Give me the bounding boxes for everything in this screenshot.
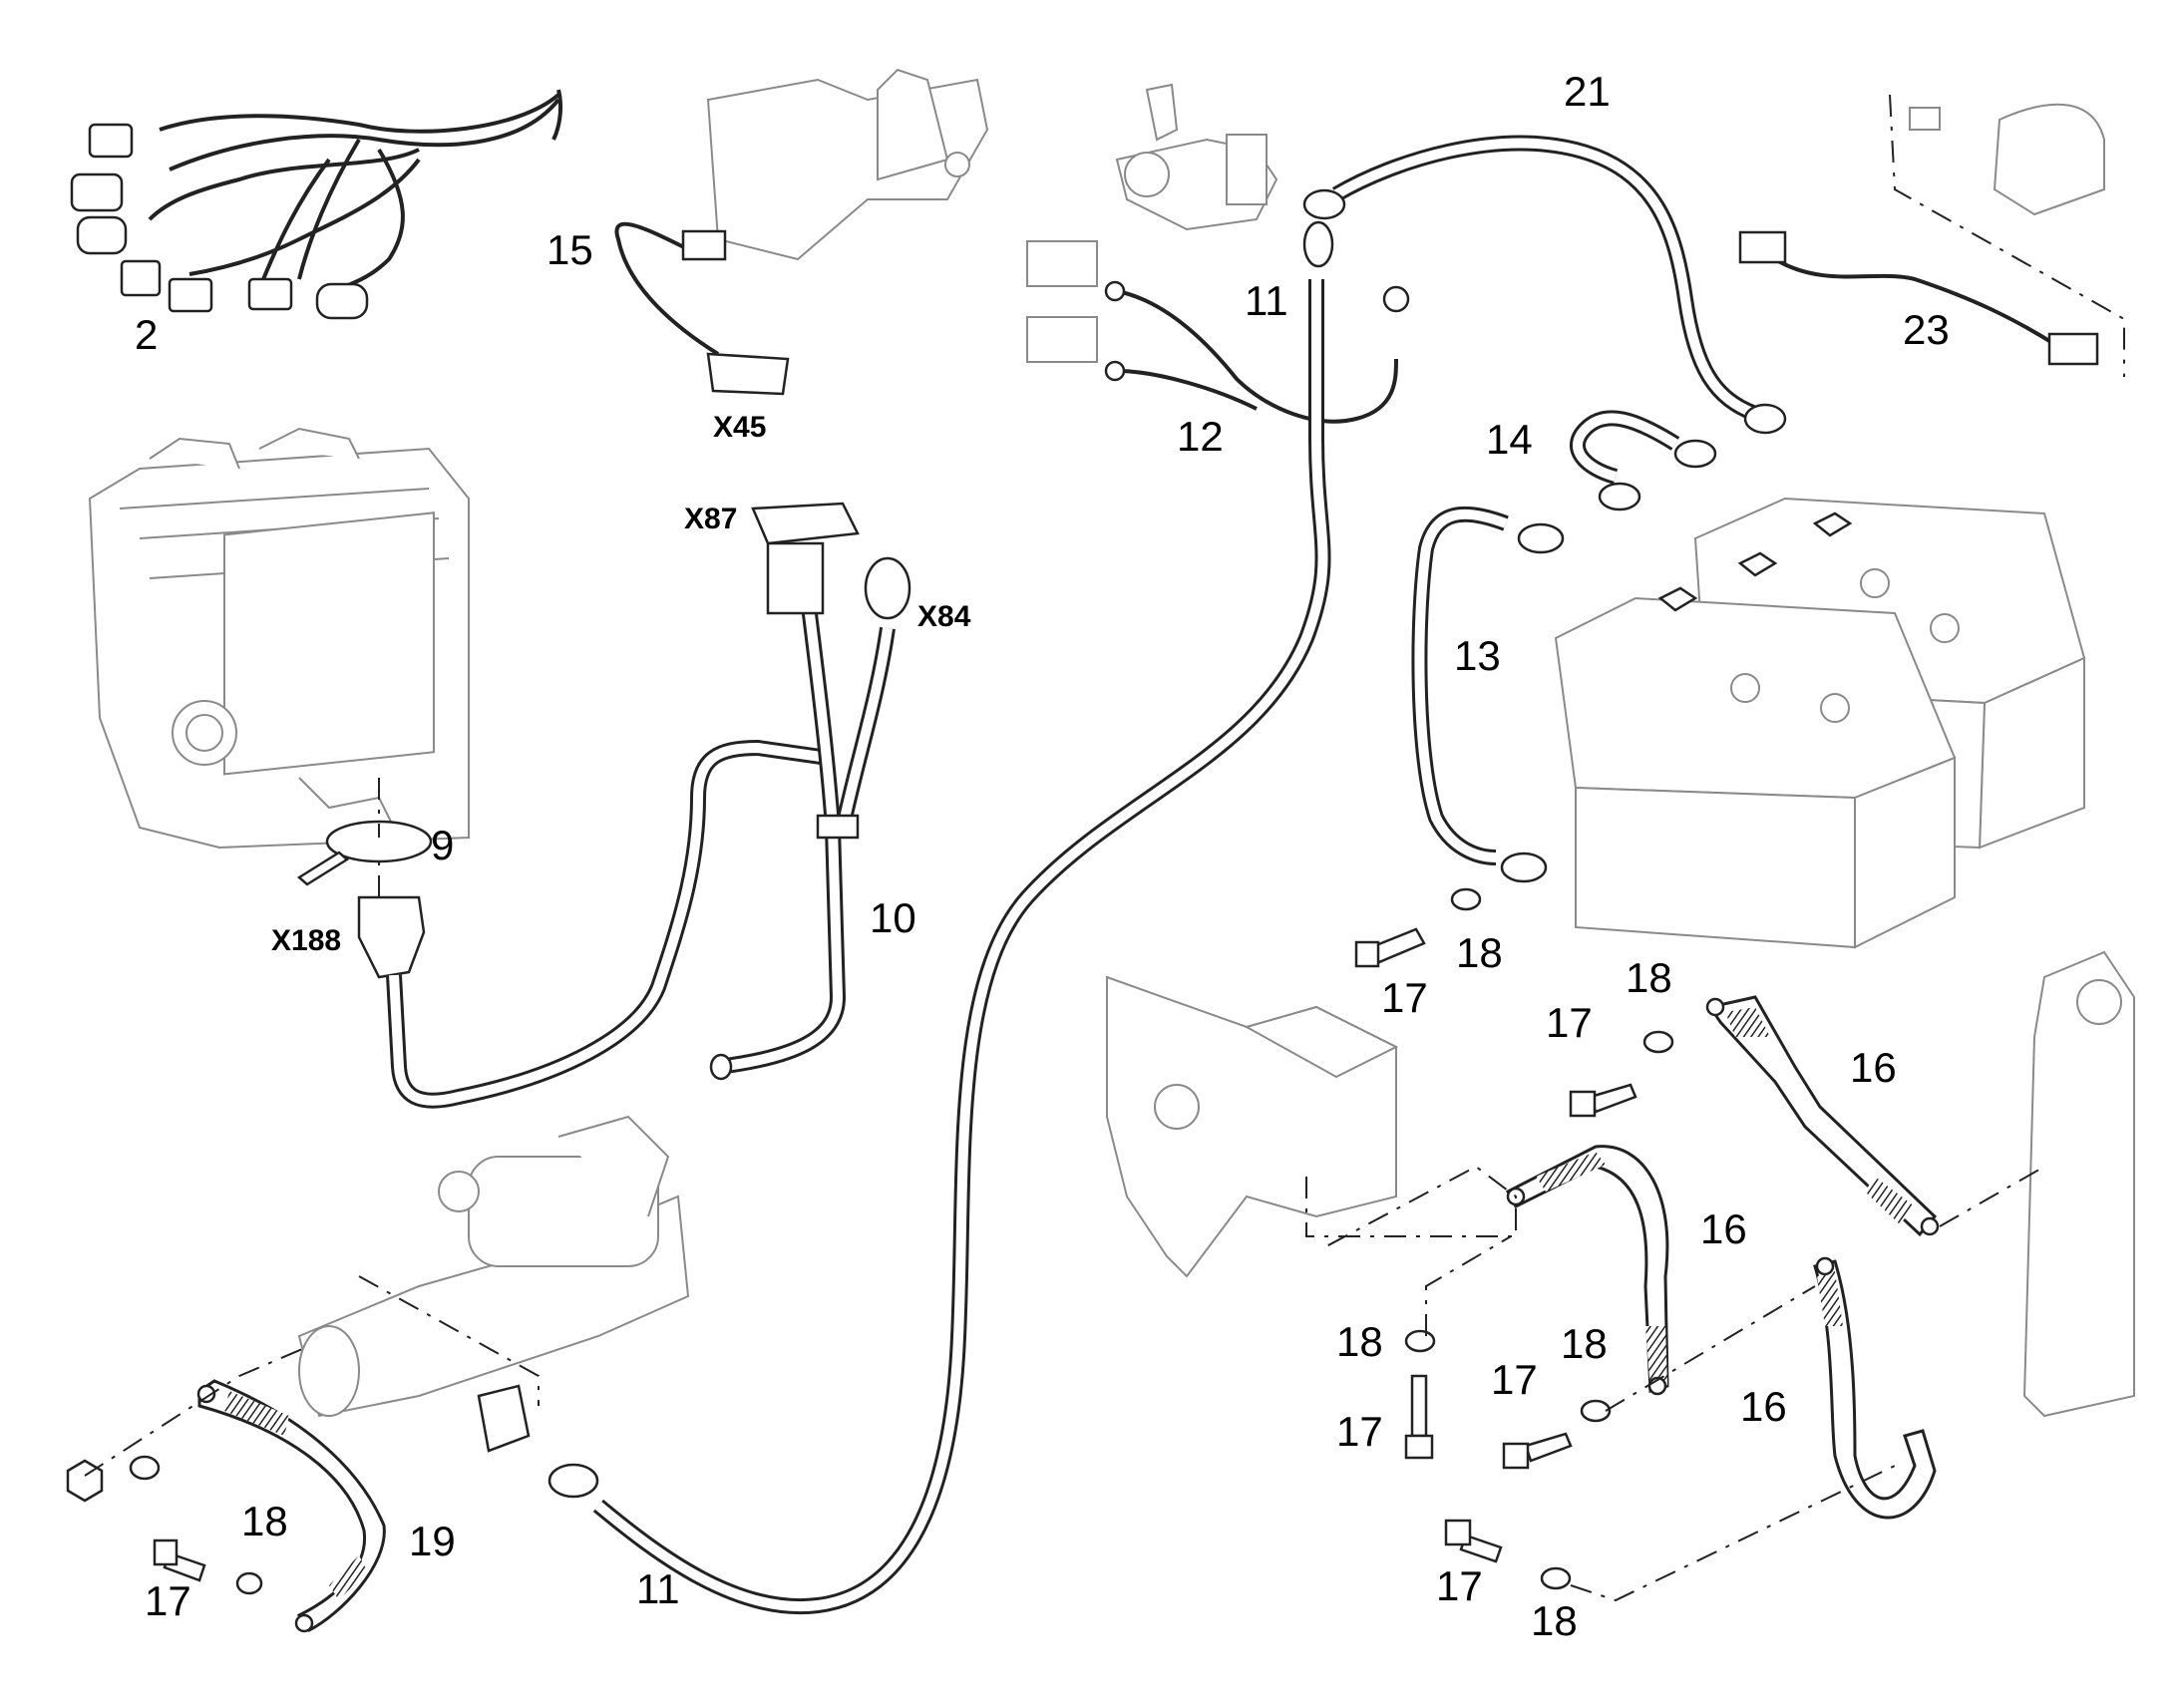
callout-17-a: 17 bbox=[1381, 974, 1428, 1021]
callout-17-c: 17 bbox=[1546, 999, 1593, 1046]
starter-motor-icon bbox=[297, 1115, 690, 1418]
harness-23-icon bbox=[1738, 230, 2099, 366]
harness-15-icon bbox=[614, 221, 790, 396]
bracket-icon bbox=[706, 68, 989, 261]
x188-connector-icon bbox=[357, 739, 830, 1109]
callout-2: 2 bbox=[135, 311, 158, 358]
connector-x188: X188 bbox=[271, 924, 341, 957]
cable-tie-icon bbox=[296, 820, 433, 886]
callout-17-f: 17 bbox=[1436, 1562, 1483, 1609]
wiring-harness-icon bbox=[70, 89, 563, 320]
bolt-icon bbox=[1354, 887, 1482, 968]
battery-cable-11-icon bbox=[547, 220, 1334, 1615]
battery-isolator-switch-icon bbox=[1115, 83, 1278, 231]
battery-jumper-14-icon bbox=[1570, 410, 1717, 512]
callout-19: 19 bbox=[409, 1518, 456, 1564]
connector-x87: X87 bbox=[684, 503, 737, 535]
connector-x45: X45 bbox=[713, 411, 766, 444]
callout-18-d: 18 bbox=[1336, 1318, 1383, 1365]
callout-18-a: 18 bbox=[1456, 929, 1503, 976]
nut-icon bbox=[66, 1459, 104, 1503]
callout-18-c: 18 bbox=[1626, 954, 1672, 1001]
harness-10-icon bbox=[709, 502, 911, 1081]
alignment-lines bbox=[84, 778, 2045, 1602]
connector-x84: X84 bbox=[917, 600, 971, 633]
callout-17-d: 17 bbox=[1336, 1408, 1383, 1455]
callout-10: 10 bbox=[870, 894, 916, 941]
bolt-icon bbox=[1404, 1329, 1436, 1460]
battery-cable-13-icon bbox=[1411, 506, 1565, 883]
ground-strap-16-c-icon bbox=[1813, 1256, 1937, 1520]
ground-strap-16-a-icon bbox=[1705, 995, 1940, 1237]
bolt-icon bbox=[153, 1538, 206, 1582]
relay-icon bbox=[1026, 240, 1410, 424]
callout-17-e: 17 bbox=[1491, 1356, 1538, 1403]
horn-icon bbox=[1889, 94, 2125, 377]
callout-23: 23 bbox=[1903, 306, 1950, 353]
engine-icon bbox=[88, 427, 470, 850]
callout-12: 12 bbox=[1177, 413, 1224, 460]
bolt-icon bbox=[1444, 1519, 1572, 1590]
bolt-icon bbox=[1569, 1030, 1674, 1118]
callout-14: 14 bbox=[1486, 416, 1533, 463]
callout-18-b: 18 bbox=[241, 1498, 288, 1544]
terminal-cap-icon bbox=[477, 1384, 531, 1453]
callout-15: 15 bbox=[546, 226, 593, 273]
bolt-icon bbox=[1502, 1399, 1612, 1470]
callout-13: 13 bbox=[1454, 632, 1501, 679]
callout-18-e: 18 bbox=[1561, 1320, 1608, 1367]
callout-16-c: 16 bbox=[1740, 1383, 1787, 1430]
ground-strap-19-icon bbox=[196, 1379, 386, 1633]
callout-11-top: 11 bbox=[1245, 277, 1288, 324]
frame-post-icon bbox=[2022, 950, 2135, 1418]
callout-16-a: 16 bbox=[1850, 1044, 1897, 1091]
callout-9: 9 bbox=[431, 822, 454, 868]
callout-18-f: 18 bbox=[1531, 1597, 1578, 1644]
washer-icon bbox=[129, 1455, 263, 1595]
chassis-frame-icon bbox=[1106, 975, 1399, 1278]
callout-17-b: 17 bbox=[145, 1577, 191, 1624]
callout-11-bottom: 11 bbox=[636, 1565, 680, 1612]
callout-16-b: 16 bbox=[1700, 1205, 1747, 1252]
battery-icon bbox=[1554, 497, 2086, 949]
callout-21: 21 bbox=[1564, 68, 1611, 115]
battery-cable-21-icon bbox=[1302, 135, 1787, 435]
